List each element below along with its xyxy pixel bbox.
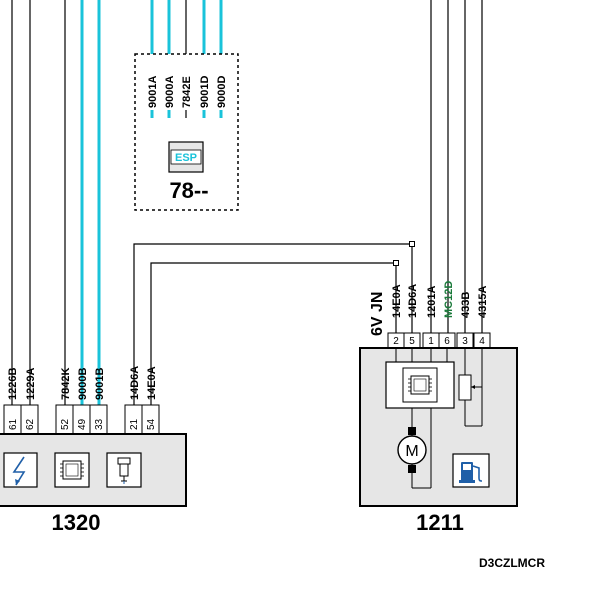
ecu-chip-icon bbox=[54, 452, 90, 488]
wires-1320 bbox=[11, 0, 415, 405]
wire-label: 7842K bbox=[60, 368, 72, 400]
module-code: 78-- bbox=[169, 178, 208, 203]
wire-label: 9000D bbox=[216, 76, 228, 108]
wire-label: 14E0A bbox=[146, 366, 158, 400]
sensor-resistor-icon bbox=[458, 374, 482, 401]
pin-label: 62 bbox=[25, 418, 36, 430]
wire-label: 9000A bbox=[164, 76, 176, 108]
diagram-reference: D3CZLMCR bbox=[479, 556, 545, 570]
pin-label: 54 bbox=[146, 418, 157, 430]
module-1320: 61 62 52 49 33 21 54 bbox=[0, 404, 187, 535]
fuel-pump-icon bbox=[452, 453, 490, 488]
pin-label: 33 bbox=[94, 418, 105, 430]
wire-label: 9001D bbox=[199, 76, 211, 108]
wire-label: 14D6A bbox=[407, 284, 419, 318]
pin-label: 2 bbox=[393, 336, 399, 347]
esp-icon-label: ESP bbox=[175, 152, 197, 164]
pin-label: 1 bbox=[428, 336, 434, 347]
pin-row-1320: 61 62 52 49 33 21 54 bbox=[3, 404, 160, 435]
module-code: 1320 bbox=[52, 510, 101, 535]
pin-label: 49 bbox=[77, 418, 88, 430]
wire-label: 14E0A bbox=[391, 284, 403, 318]
wire-labels-1320: 1226B 1229A 7842K 9000B 9001B 14D6A 14E0… bbox=[7, 366, 158, 400]
wire-label: 9000B bbox=[77, 368, 89, 400]
wire-label: 4315A bbox=[477, 286, 489, 318]
wire-label-mc12d: MC12D bbox=[443, 281, 455, 318]
wire-label: 9001A bbox=[147, 76, 159, 108]
injector-icon bbox=[106, 452, 142, 488]
ignition-coil-icon bbox=[3, 452, 38, 488]
motor-icon: M bbox=[397, 408, 431, 489]
wire-label: 1201A bbox=[426, 286, 438, 318]
svg-text:M: M bbox=[405, 443, 418, 460]
wire-label: 9001B bbox=[94, 368, 106, 400]
pin-label: 6 bbox=[444, 336, 450, 347]
wire-label: 14D6A bbox=[129, 366, 141, 400]
connector-label: 6V JN bbox=[369, 292, 386, 336]
ecu-chip-icon bbox=[385, 361, 455, 409]
wire-label: 433B bbox=[460, 292, 472, 318]
pin-label: 61 bbox=[8, 418, 19, 430]
pin-label: 52 bbox=[60, 418, 71, 430]
pin-row-1211: 2 5 1 6 3 4 bbox=[387, 332, 491, 349]
wire-label: 7842E bbox=[181, 76, 193, 108]
pin-label: 21 bbox=[129, 418, 140, 430]
wire-label: 1229A bbox=[25, 368, 37, 400]
esp-icon: ESP bbox=[168, 141, 204, 173]
wire-label: 1226B bbox=[7, 368, 19, 400]
esp-module: 9001A 9000A 7842E 9001D 9000D ESP 78-- bbox=[134, 0, 239, 211]
pin-label: 3 bbox=[462, 336, 468, 347]
module-code: 1211 bbox=[416, 510, 464, 535]
module-1211: 14E0A 14D6A 1201A MC12D 433B 4315A 6V JN… bbox=[359, 0, 518, 535]
pin-label: 4 bbox=[479, 336, 485, 347]
pin-label: 5 bbox=[409, 336, 415, 347]
